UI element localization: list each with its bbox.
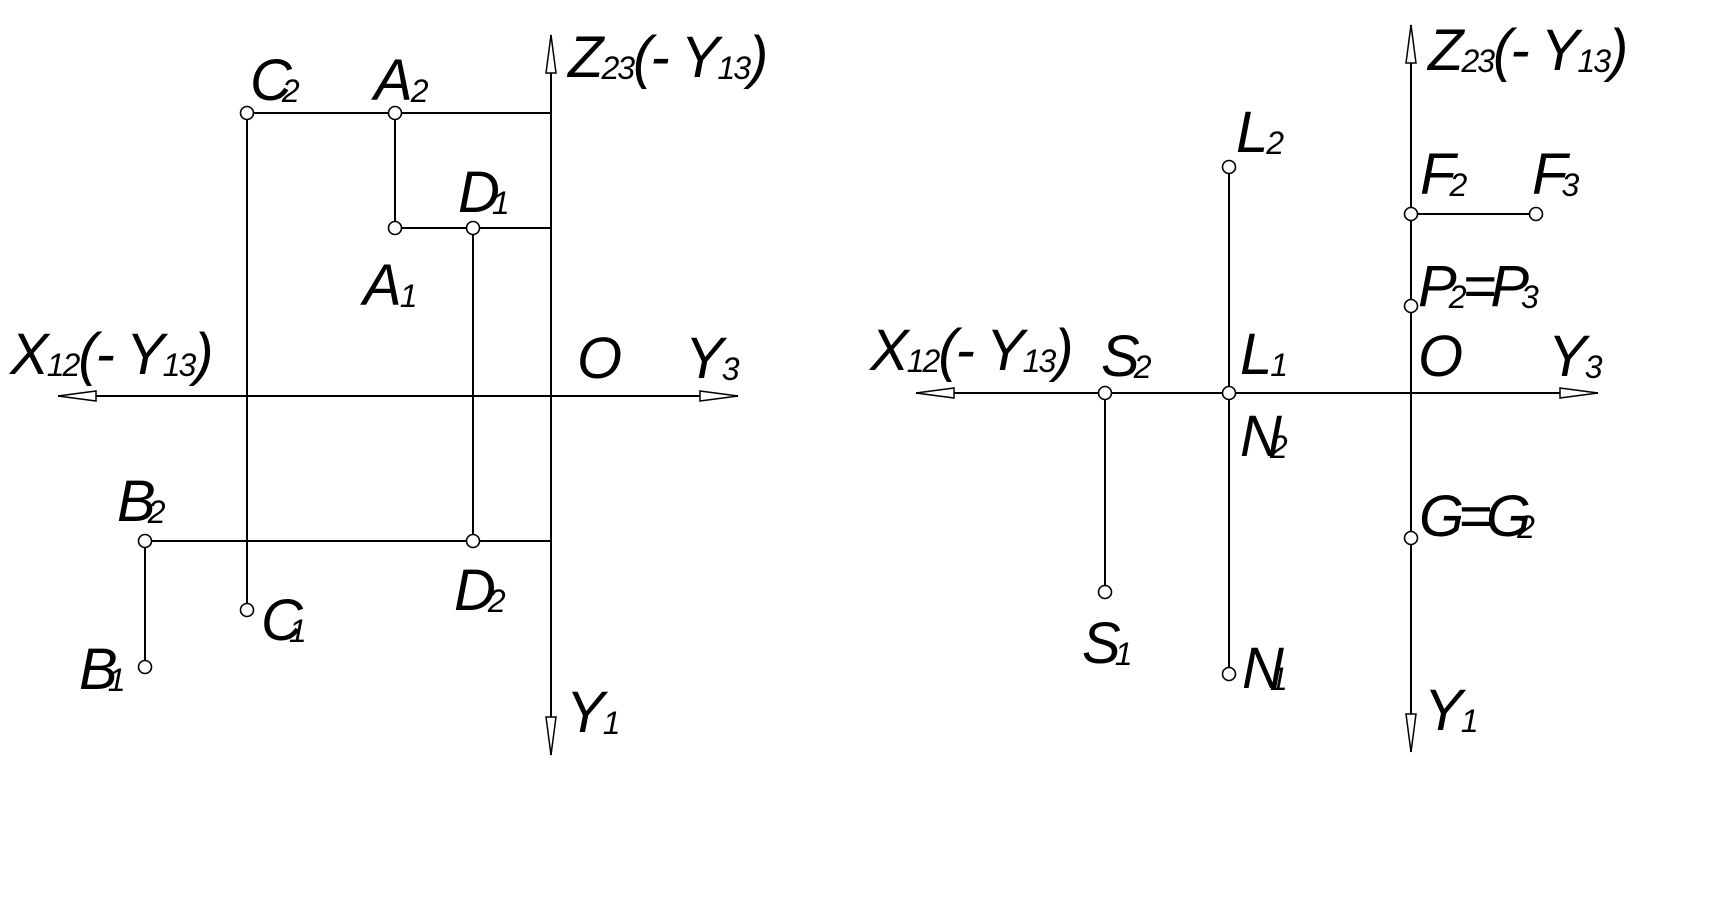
point-l1-n2-marker: [1221, 385, 1237, 401]
left-origin-label: O: [577, 326, 621, 391]
point-g-equals-g2-label: G=G2: [1419, 484, 1535, 549]
point-c1-marker: [239, 602, 255, 618]
left-z-arrow: [545, 34, 557, 74]
point-n2-label: N2: [1240, 404, 1288, 469]
left-y1-axis-label: Y1: [566, 680, 619, 745]
point-l2-label: L2: [1236, 100, 1284, 165]
right-y1-arrow: [1405, 713, 1417, 753]
point-l2-marker: [1221, 159, 1237, 175]
right-y3-arrow: [1559, 387, 1599, 399]
point-d1-label: D1: [458, 160, 508, 225]
right-y3-axis-label: Y3: [1548, 324, 1603, 389]
point-c1-label: C1: [261, 588, 305, 653]
left-x-arrow: [57, 390, 97, 402]
point-f2-marker: [1403, 206, 1419, 222]
point-f3-label: F3: [1532, 142, 1579, 207]
point-n1-label: N1: [1242, 636, 1286, 701]
left-z-axis-label: Z23(- Y13): [566, 25, 766, 90]
point-a1-marker: [387, 220, 403, 236]
point-f3-marker: [1528, 206, 1544, 222]
point-a1-label: A1: [360, 253, 416, 318]
right-x-axis-label: X12(- Y13): [868, 318, 1072, 383]
left-x-axis-label: X12(- Y13): [8, 322, 212, 387]
point-b1-marker: [137, 659, 153, 675]
right-origin-label: O: [1418, 324, 1462, 389]
point-f2-label: F2: [1420, 142, 1467, 207]
point-g-marker: [1403, 530, 1419, 546]
point-p-marker: [1403, 298, 1419, 314]
point-d1-marker: [465, 220, 481, 236]
point-a2-marker: [387, 105, 403, 121]
point-s1-marker: [1097, 584, 1113, 600]
point-p2-equals-p3-label: P2=P3: [1418, 254, 1539, 319]
point-s2-marker: [1097, 385, 1113, 401]
point-s1-label: S1: [1082, 611, 1131, 676]
left-y3-arrow: [699, 390, 739, 402]
point-l1-label: L1: [1240, 322, 1286, 387]
left-y1-arrow: [545, 716, 557, 756]
point-b1-label: B1: [79, 637, 124, 702]
point-d2-label: D2: [454, 558, 506, 623]
right-x-arrow: [915, 387, 955, 399]
point-b2-label: B2: [117, 469, 166, 534]
right-z-arrow: [1405, 24, 1417, 64]
point-d2-marker: [465, 533, 481, 549]
right-z-axis-label: Z23(- Y13): [1426, 18, 1626, 83]
point-a2-label: A2: [371, 48, 429, 113]
point-b2-marker: [137, 533, 153, 549]
point-c2-marker: [239, 105, 255, 121]
right-y1-axis-label: Y1: [1424, 678, 1477, 743]
right-diagram: Z23(- Y13) X12(- Y13) O Y3 Y1 L2 L1 N2 N…: [868, 18, 1628, 753]
point-s2-label: S2: [1101, 324, 1152, 389]
left-y3-axis-label: Y3: [685, 326, 740, 391]
left-diagram: Z23(- Y13) X12(- Y13) O Y3 Y1 C2 A2 A1 D…: [8, 25, 768, 756]
point-c2-label: C2: [250, 48, 300, 113]
point-n1-marker: [1221, 666, 1237, 682]
